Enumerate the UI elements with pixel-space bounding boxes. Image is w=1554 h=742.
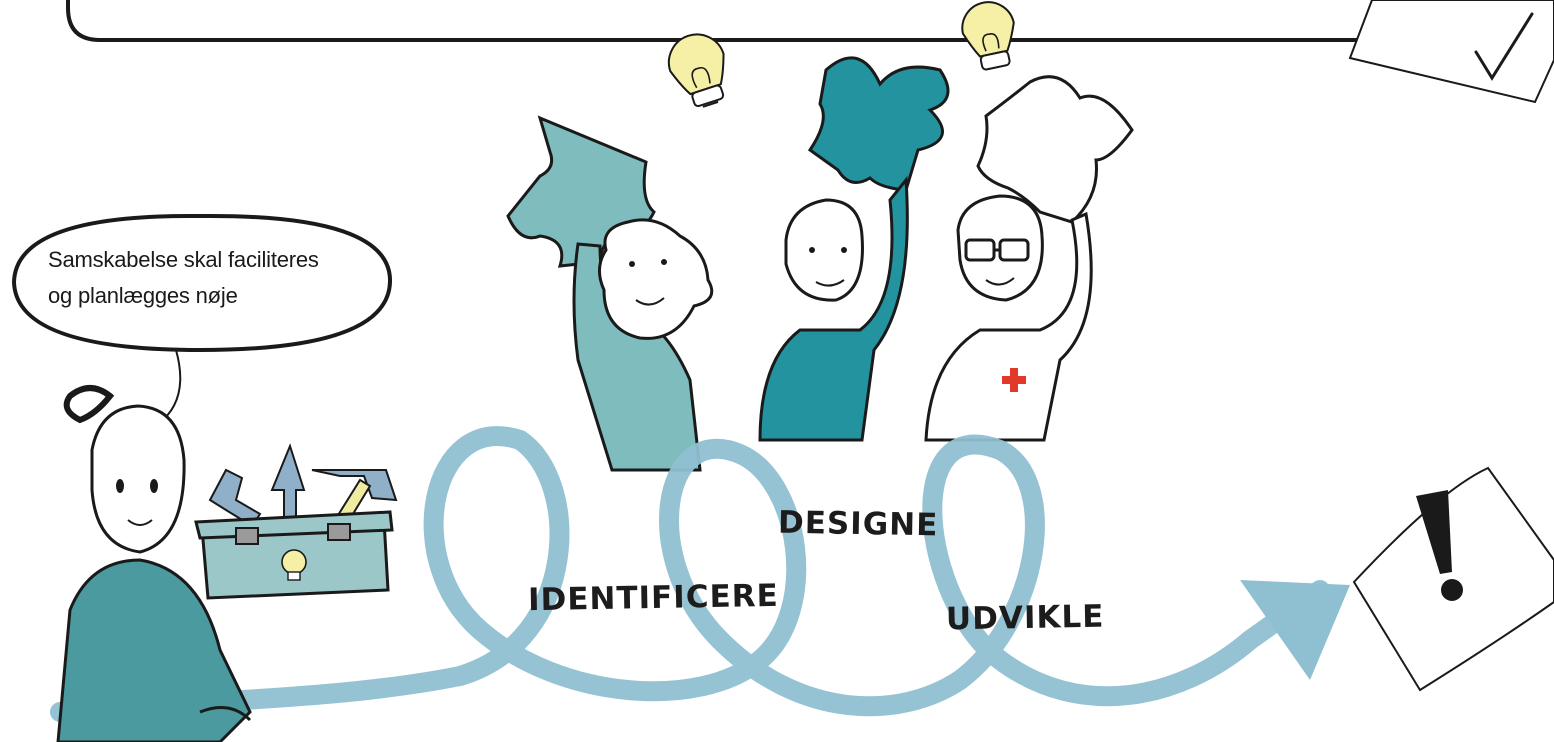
wrench-icon: [208, 468, 262, 528]
exclamation-note: [1352, 466, 1554, 692]
person-left: [572, 218, 714, 472]
person-middle: [758, 176, 909, 442]
toolbox-icon: [194, 443, 398, 600]
checkmark-icon: [1474, 12, 1534, 81]
stage-label-identificere: IDENTIFICERE: [527, 577, 780, 619]
facilitator-person: [56, 385, 252, 742]
exclamation-icon: [1416, 490, 1452, 574]
lightbulb-icon: [667, 33, 725, 108]
speech-line-2: og planlægges nøje: [48, 283, 238, 308]
speech-line-1: Samskabelse skal faciliteres: [48, 247, 319, 272]
speech-bubble-text: Samskabelse skal faciliteres og planlægg…: [48, 242, 378, 314]
red-cross-icon: [1002, 368, 1026, 392]
lightbulb-icon: [961, 1, 1015, 71]
process-ribbon: [50, 426, 1350, 722]
stage-label-udvikle: UDVIKLE: [945, 598, 1105, 638]
stage-label-designe: DESIGNE: [777, 504, 939, 544]
checkmark-note: [1348, 0, 1554, 104]
top-frame: [66, 0, 1400, 42]
puzzle-piece-icon: [807, 56, 950, 192]
person-right: [924, 194, 1093, 442]
